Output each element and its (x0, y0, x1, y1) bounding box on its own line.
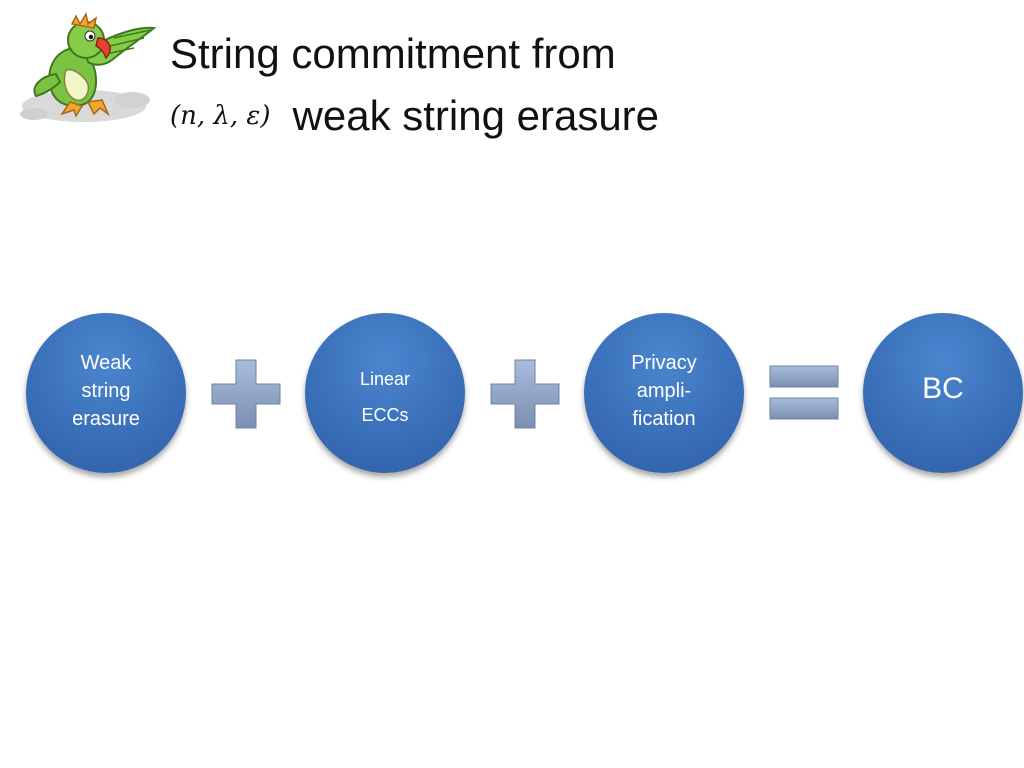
node-privacy-amplification: Privacy ampli- fication (584, 313, 744, 473)
node-label-line: ampli- (636, 380, 692, 402)
equals-operator-icon (769, 365, 839, 420)
node-label-line: BC (922, 372, 964, 405)
node-bc: BC (863, 313, 1023, 473)
plus-operator-icon (211, 359, 281, 429)
node-label-line: Privacy (631, 352, 697, 374)
parrot-mascot-icon (20, 11, 157, 122)
plus-operator-icon (490, 359, 560, 429)
node-label-line: fication (632, 408, 696, 430)
slide-title-line2: (n, λ, ε) weak string erasure (170, 88, 659, 144)
node-linear-eccs: Linear ECCs (305, 313, 465, 473)
title-parameters: (n, λ, ε) (170, 101, 271, 131)
node-label-line: string (81, 380, 131, 402)
node-label-line: Linear (359, 369, 411, 389)
node-label-line: Weak (80, 352, 132, 374)
slide-title-line2-text: weak string erasure (292, 92, 660, 139)
node-label-line: ECCs (361, 405, 409, 425)
node-weak-string-erasure: Weak string erasure (26, 313, 186, 473)
node-label-line: erasure (72, 408, 140, 430)
slide-title-line1: String commitment from (170, 30, 616, 77)
